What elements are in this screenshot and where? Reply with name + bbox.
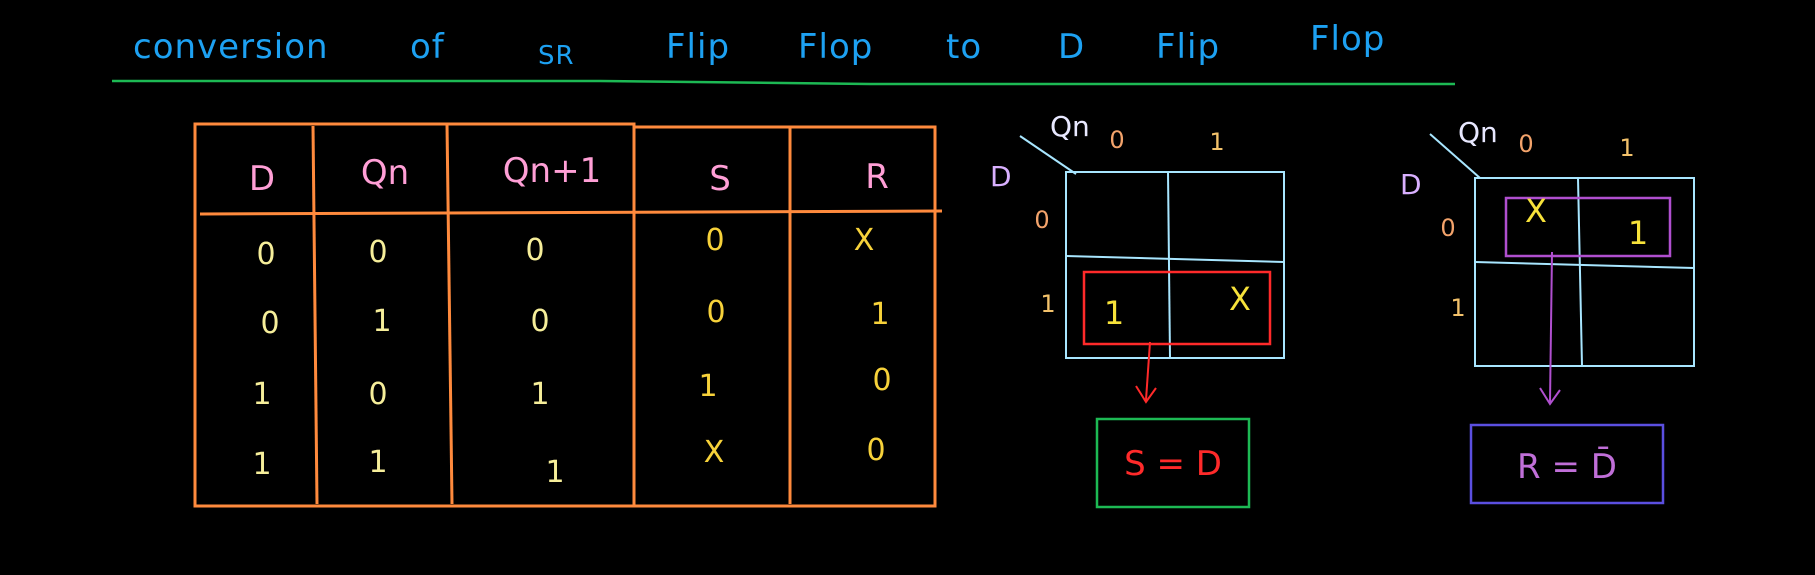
table-cell: 1	[252, 377, 271, 412]
arrow-shaft	[1145, 341, 1151, 401]
table-cell: 0	[530, 304, 549, 339]
table-header-d: D	[249, 159, 275, 199]
result-expression: S = D	[1124, 444, 1222, 484]
kmap-r: Qn D 0 1 0 1 X 1 R = D̄	[1400, 116, 1695, 505]
table-cell: X	[854, 223, 875, 258]
table-cell: 1	[372, 304, 391, 339]
table-col-divider	[311, 125, 319, 505]
kmap-cell: X	[1229, 280, 1251, 318]
table-cell: 0	[866, 433, 885, 468]
kmap-cell: 1	[1628, 214, 1648, 252]
kmap-grid-line	[1167, 171, 1171, 359]
kmap-col-label: 1	[1209, 128, 1224, 156]
table-cell: 1	[530, 377, 549, 412]
kmap-cell: 1	[1104, 294, 1124, 332]
kmap-s: Qn D 0 1 0 1 1 X S = D	[990, 110, 1285, 509]
table-header-divider	[199, 209, 943, 216]
table-cell: X	[704, 435, 725, 470]
table-col-divider	[445, 123, 454, 505]
table-border-right	[632, 125, 937, 508]
table-cell: 0	[368, 377, 387, 412]
table-cell: 1	[698, 369, 717, 404]
table-cell: 0	[706, 295, 725, 330]
result-box	[1095, 417, 1251, 509]
table-cell: 0	[705, 223, 724, 258]
kmap-grid	[1474, 177, 1695, 367]
table-cell: 0	[256, 237, 275, 272]
kmap-corner-diagonal	[1019, 135, 1077, 175]
arrow-shaft	[1549, 251, 1553, 403]
title-word-d: D	[1058, 27, 1085, 67]
kmap-corner-diagonal	[1429, 133, 1481, 179]
title-word-flip-2: Flip	[1156, 27, 1220, 67]
kmap-col-label: 0	[1109, 126, 1124, 154]
kmap-col-label: 0	[1518, 130, 1533, 158]
kmap-row-label: 0	[1034, 206, 1049, 234]
table-header-qn1: Qn+1	[503, 151, 601, 191]
table-cell: 1	[545, 455, 564, 490]
kmap-col-var: Qn	[1458, 116, 1498, 149]
title-word-of: of	[410, 27, 445, 67]
table-cell: 0	[872, 363, 891, 398]
result-expression: R = D̄	[1517, 446, 1617, 487]
table-cell: 0	[368, 235, 387, 270]
table-header-qn: Qn	[361, 153, 409, 193]
table-cell: 0	[260, 306, 279, 341]
kmap-group-loop	[1504, 196, 1672, 258]
title-word-flop-2: Flop	[1310, 19, 1385, 59]
kmap-row-label: 1	[1450, 294, 1465, 322]
arrow-head	[1539, 387, 1561, 406]
title-word-sr: SR	[538, 41, 575, 71]
arrow-head	[1135, 385, 1157, 404]
title-word-conversion: conversion	[133, 27, 329, 67]
kmap-row-label: 1	[1040, 290, 1055, 318]
kmap-grid-line	[1065, 255, 1285, 263]
title: conversion of SR Flip Flop to D Flip Flo…	[133, 19, 1385, 71]
table-cell: 1	[252, 447, 271, 482]
kmap-row-var: D	[990, 160, 1012, 193]
table-header-s: S	[709, 159, 731, 199]
table-header-r: R	[865, 157, 889, 197]
title-underline	[112, 79, 1455, 86]
title-word-to: to	[946, 27, 982, 67]
result-box	[1469, 423, 1665, 505]
kmap-row-var: D	[1400, 168, 1422, 201]
table-cell: 1	[368, 445, 387, 480]
table-cell: 0	[525, 233, 544, 268]
truth-table: D Qn Qn+1 S R 0 0 0 0 X 0 1 0 0 1 1 0 1 …	[193, 122, 943, 508]
title-word-flip-1: Flip	[666, 27, 730, 67]
kmap-grid-line	[1577, 177, 1583, 367]
kmap-row-label: 0	[1440, 214, 1455, 242]
kmap-grid-line	[1474, 261, 1695, 269]
title-word-flop-1: Flop	[798, 27, 873, 67]
kmap-grid	[1065, 171, 1285, 359]
table-cell: 1	[870, 297, 889, 332]
kmap-cell: X	[1525, 192, 1547, 230]
kmap-col-label: 1	[1619, 134, 1634, 162]
kmap-group-loop	[1082, 270, 1272, 346]
kmap-col-var: Qn	[1050, 110, 1090, 143]
